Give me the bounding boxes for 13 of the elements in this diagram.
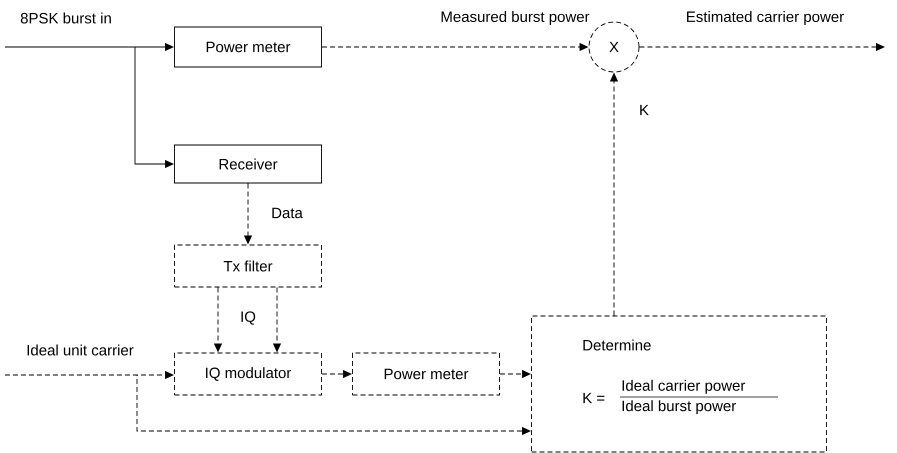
process-box: Receiver bbox=[174, 144, 322, 184]
edge-label: 8PSK burst in bbox=[20, 12, 111, 24]
edge-label: Estimated carrier power bbox=[687, 11, 844, 25]
process-box: Power meter bbox=[174, 26, 322, 68]
edge-label: Measured burst power bbox=[442, 11, 590, 25]
process-box: Determine K = Ideal carrier power Ideal burst power bbox=[531, 316, 827, 452]
edge-label: Ideal unit carrier bbox=[28, 344, 134, 356]
process-box: IQ modulator bbox=[174, 352, 322, 396]
process-box: Tx filter bbox=[174, 244, 322, 288]
edge-label: K bbox=[640, 104, 649, 116]
edge-label: Data bbox=[272, 208, 303, 218]
edge-label: IQ bbox=[241, 311, 256, 325]
process-box: Power meter bbox=[352, 352, 500, 396]
